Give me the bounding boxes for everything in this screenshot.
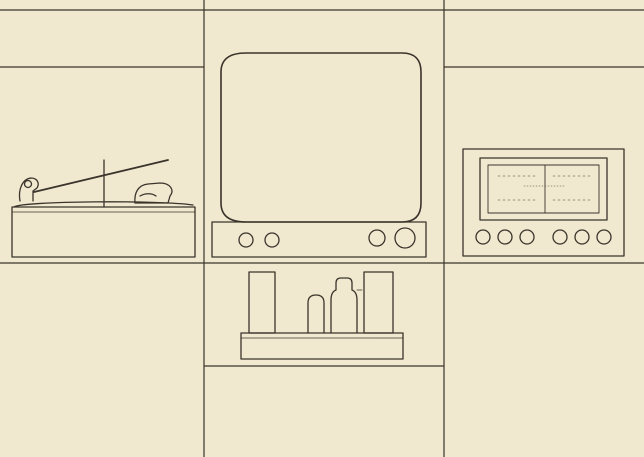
radio-tuner bbox=[463, 149, 624, 256]
amplifier bbox=[241, 272, 403, 359]
tv-screen bbox=[221, 53, 421, 222]
tv-knob-left-2 bbox=[265, 233, 279, 247]
tuner-dial-markings bbox=[498, 176, 590, 200]
record-player bbox=[12, 160, 195, 257]
tv-knob-right-2 bbox=[395, 228, 415, 248]
television bbox=[212, 53, 426, 257]
tv-knob-right-1 bbox=[369, 230, 385, 246]
tv-knob-left-1 bbox=[239, 233, 253, 247]
